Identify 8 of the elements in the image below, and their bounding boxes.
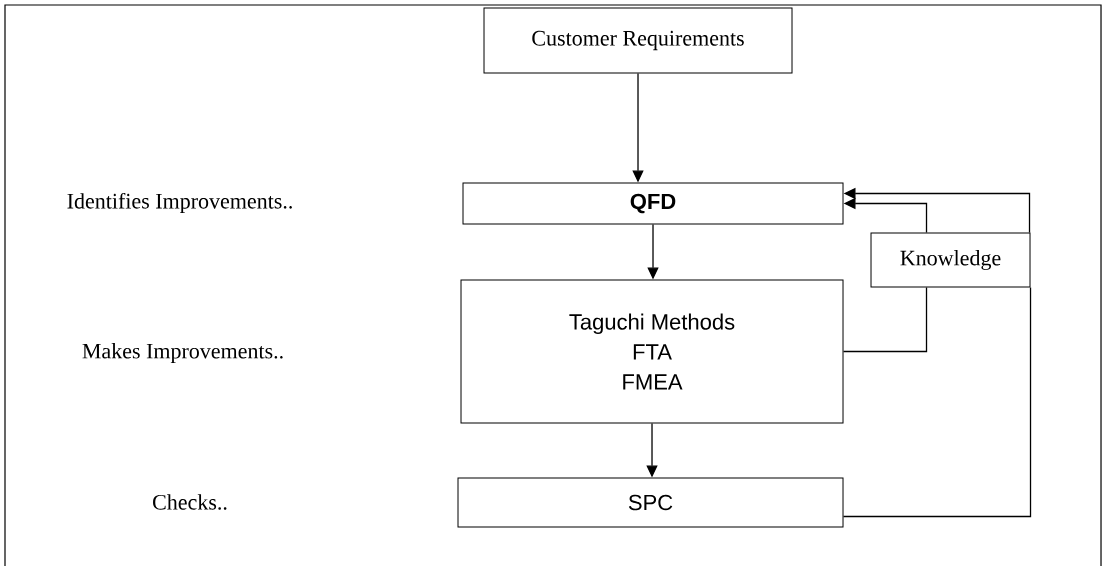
side-label: Checks.. <box>153 494 227 510</box>
side-label: Identifies Improvements.. <box>67 192 292 214</box>
process-box: QFD <box>462 182 844 225</box>
process-box: Taguchi Methods FTA FMEA <box>460 279 844 424</box>
side-label: Makes Improvements.. <box>82 343 283 363</box>
process-box: Customer Requirements <box>483 7 793 74</box>
process-box: SPC <box>457 477 844 528</box>
process-box: Knowledge <box>870 232 1031 288</box>
